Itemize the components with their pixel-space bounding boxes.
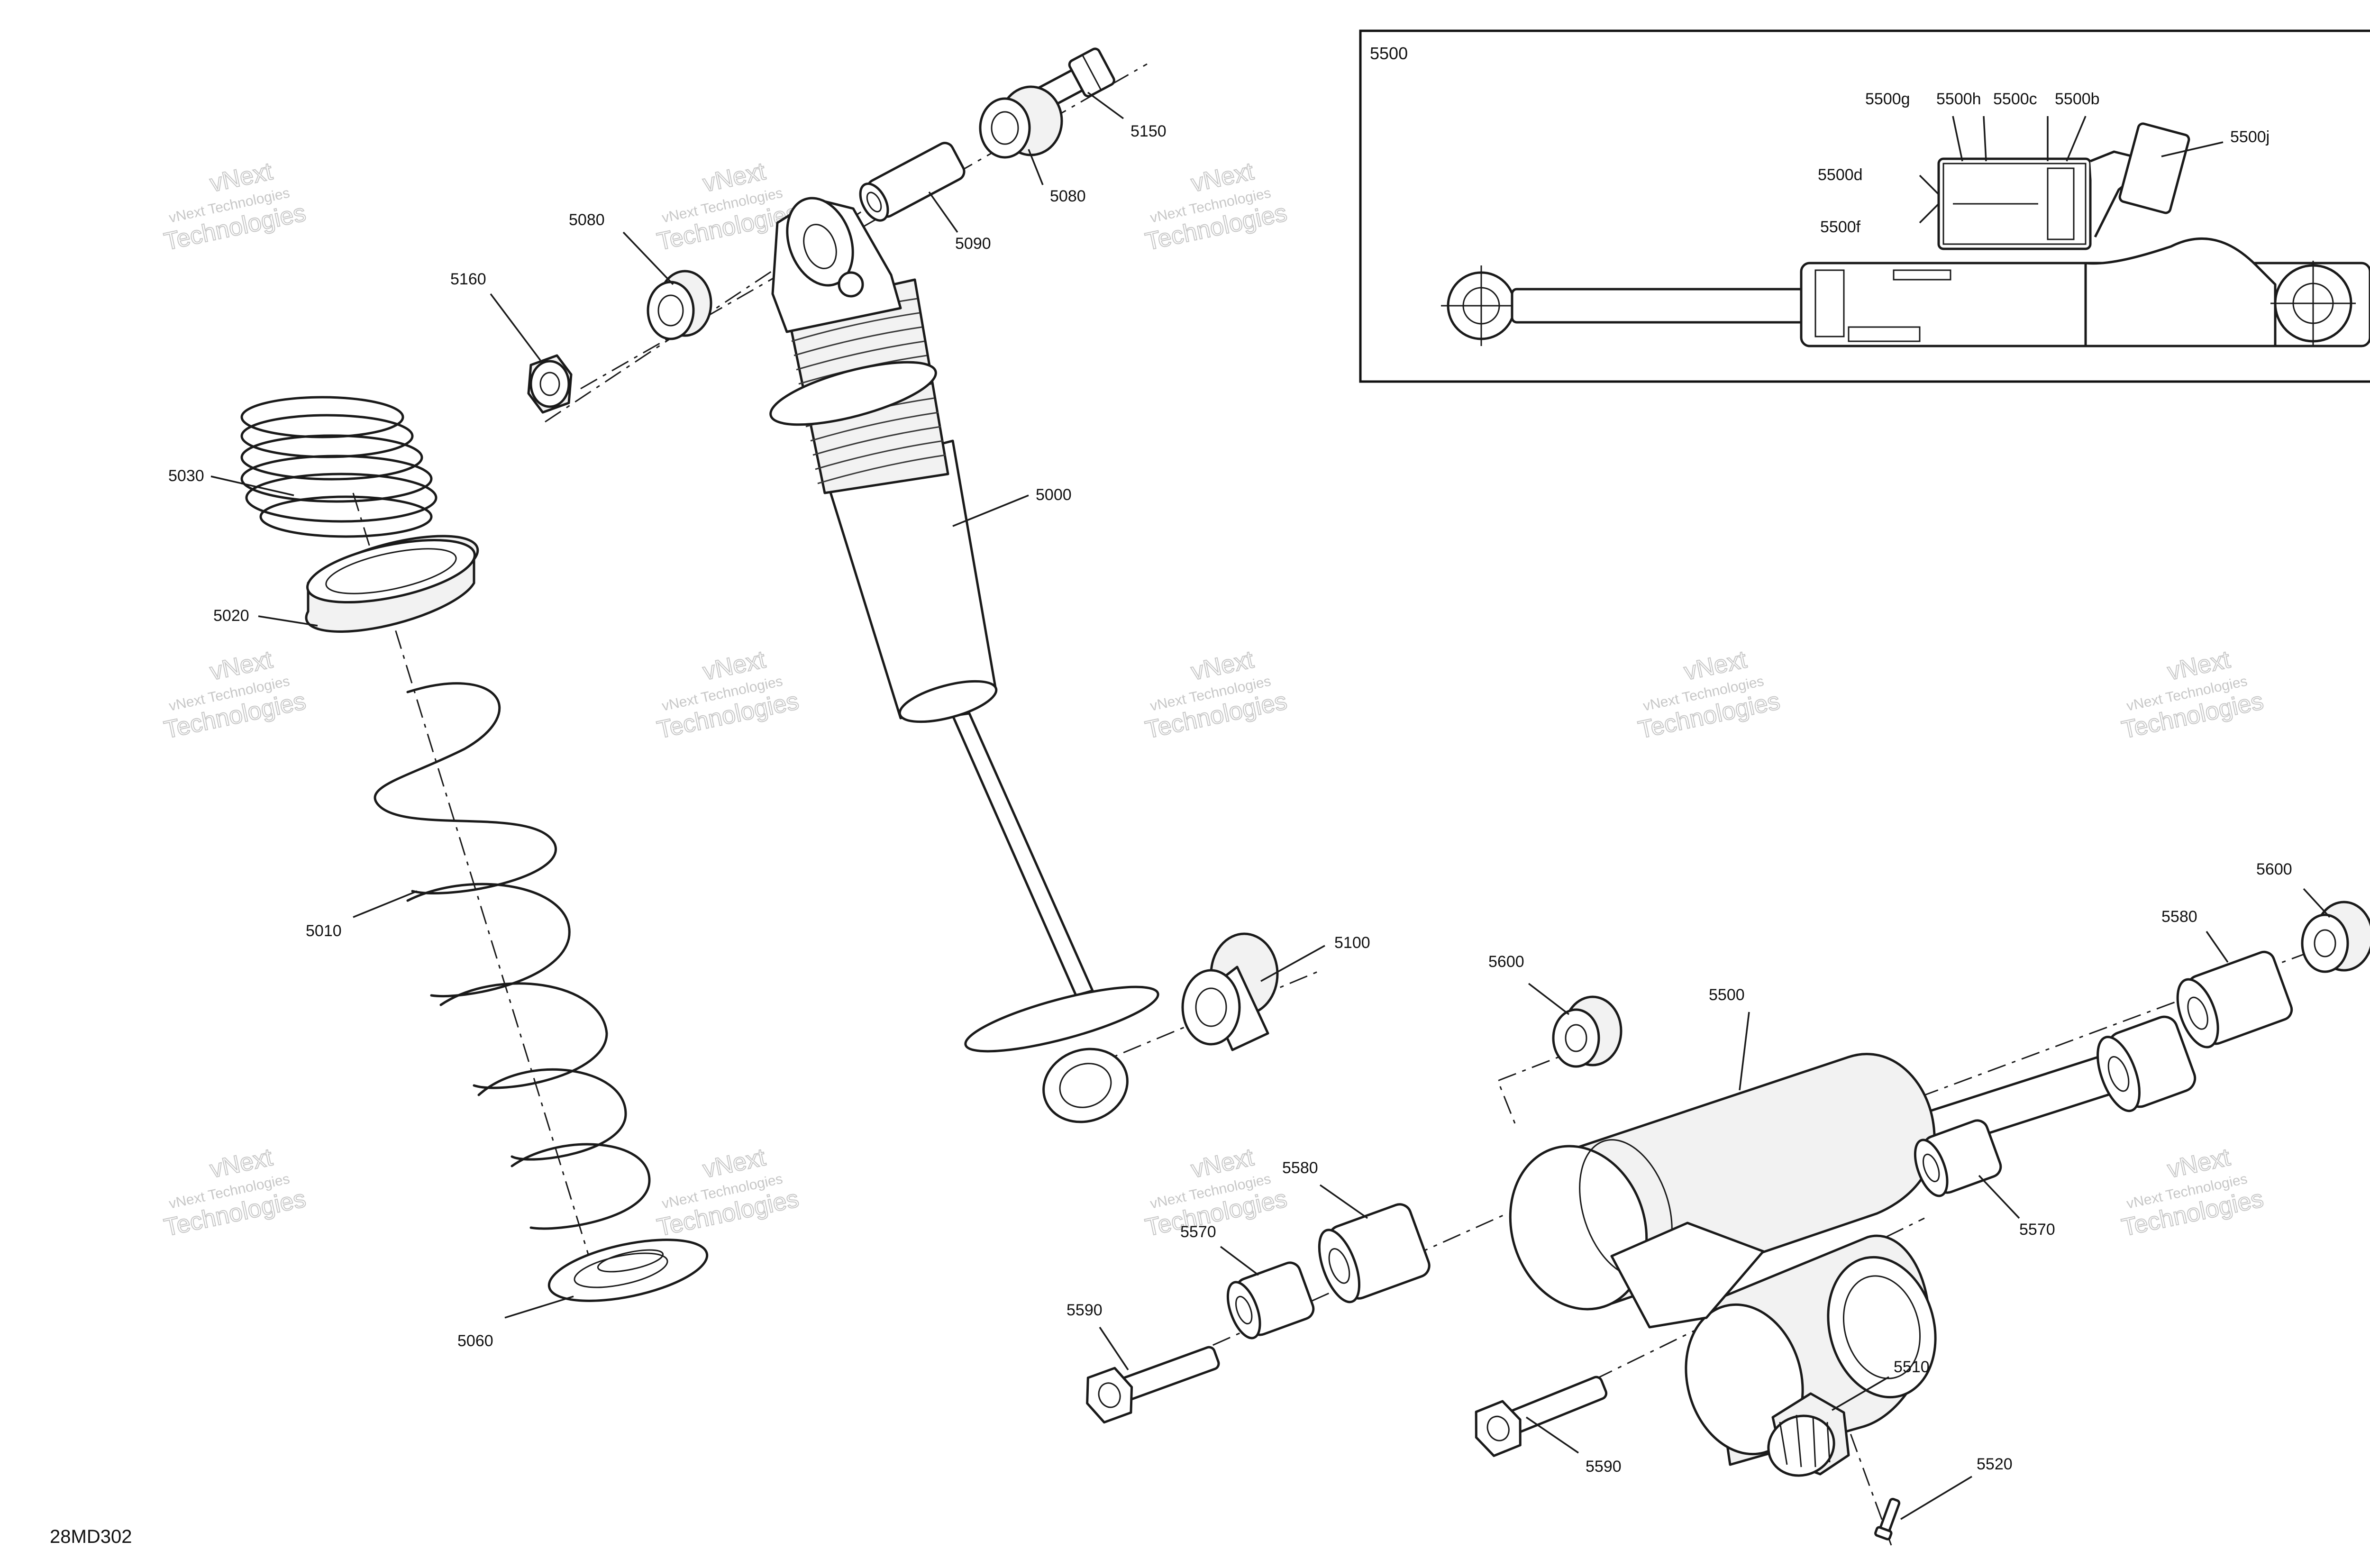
spring-axis <box>352 492 603 1299</box>
inset-shock-drawing <box>1441 122 2370 347</box>
watermark: vNext vNext Technologies Technologies <box>161 1143 309 1242</box>
callout-5500j: 5500j <box>2230 128 2270 146</box>
shock-absorber-5000 <box>769 197 1159 1123</box>
bushing-5580-left <box>1318 1203 1431 1304</box>
callout-5150: 5150 <box>1130 122 1167 140</box>
spring-ring-5020 <box>305 535 479 633</box>
callout-5080-lower: 5080 <box>569 211 605 229</box>
callout-5590-right: 5590 <box>1586 1458 1622 1476</box>
callout-5080-upper: 5080 <box>1050 187 1086 205</box>
callout-5570-left: 5570 <box>1180 1223 1216 1241</box>
callout-5500h: 5500h <box>1936 90 1981 108</box>
callout-5010: 5010 <box>306 922 342 940</box>
watermark: vNext vNext Technologies Technologies <box>1635 645 1783 744</box>
bushing-5600-axis <box>1497 1047 1584 1129</box>
bushing-5090 <box>859 142 966 222</box>
callout-5510: 5510 <box>1894 1358 1930 1376</box>
callout-5030: 5030 <box>168 467 204 485</box>
inset-5500-detail: 5500 5500g 5500h 5500c 5500b 5500j 5500d… <box>1359 29 2370 383</box>
callout-5500c: 5500c <box>1993 90 2037 108</box>
callout-5500g: 5500g <box>1865 90 1910 108</box>
bushing-5600-left <box>1552 995 1623 1068</box>
watermark: vNext vNext Technologies Technologies <box>2119 645 2266 744</box>
bushing-5570-right <box>1914 1119 2002 1197</box>
nut-5160 <box>527 354 573 414</box>
watermark: vNext vNext Technologies Technologies <box>161 645 309 744</box>
watermark: vNext vNext Technologies Technologies <box>654 1143 802 1242</box>
callouts: 5150 5080 5090 5080 5160 5000 5030 5020 … <box>168 91 2331 1520</box>
watermark: vNext vNext Technologies Technologies <box>2119 1143 2266 1242</box>
bushing-5080-lower <box>647 270 712 340</box>
watermark: vNext vNext Technologies Technologies <box>161 157 309 256</box>
spring-retainer-5030 <box>240 396 438 538</box>
bolt-5590-right <box>1475 1376 1608 1457</box>
figure-id: 28MD302 <box>50 1526 132 1547</box>
callout-5520: 5520 <box>1977 1455 2013 1473</box>
callout-5090: 5090 <box>955 235 991 253</box>
bushing-5080-upper <box>979 85 1063 159</box>
screw-5520 <box>1874 1497 1901 1541</box>
callout-5500b: 5500b <box>2055 90 2100 108</box>
callout-5060: 5060 <box>457 1332 493 1350</box>
callout-5580-right: 5580 <box>2161 908 2197 926</box>
bushing-5600-right <box>2301 901 2370 973</box>
callout-5500f: 5500f <box>1820 218 1861 236</box>
callout-5500: 5500 <box>1709 986 1745 1004</box>
spring-seat-5060 <box>547 1239 709 1302</box>
bushing-5100 <box>1181 932 1279 1051</box>
callout-5600-right: 5600 <box>2256 860 2292 878</box>
callout-5500d: 5500d <box>1818 166 1863 184</box>
callout-5160: 5160 <box>450 270 486 288</box>
watermark: vNext vNext Technologies Technologies <box>1142 157 1290 256</box>
callout-5600-left: 5600 <box>1488 953 1524 971</box>
callout-5570-right: 5570 <box>2019 1221 2055 1239</box>
bushing-5570-left <box>1226 1261 1315 1340</box>
adjuster-knob-5510 <box>1767 1392 1850 1477</box>
left-bolt-axis <box>1147 1212 1508 1376</box>
bushing-5580-right <box>2176 950 2293 1048</box>
watermark: vNext vNext Technologies Technologies <box>1142 645 1290 744</box>
watermark: vNext vNext Technologies Technologies <box>654 645 802 744</box>
callout-5020: 5020 <box>213 607 249 625</box>
callout-5590-left: 5590 <box>1066 1301 1103 1319</box>
callout-5100: 5100 <box>1334 934 1370 952</box>
callout-5580-left: 5580 <box>1282 1159 1318 1177</box>
main-spring-5010 <box>374 682 651 1230</box>
bolt-5590-left <box>1086 1346 1220 1424</box>
inset-title: 5500 <box>1370 44 1408 63</box>
callout-5000: 5000 <box>1036 486 1072 504</box>
